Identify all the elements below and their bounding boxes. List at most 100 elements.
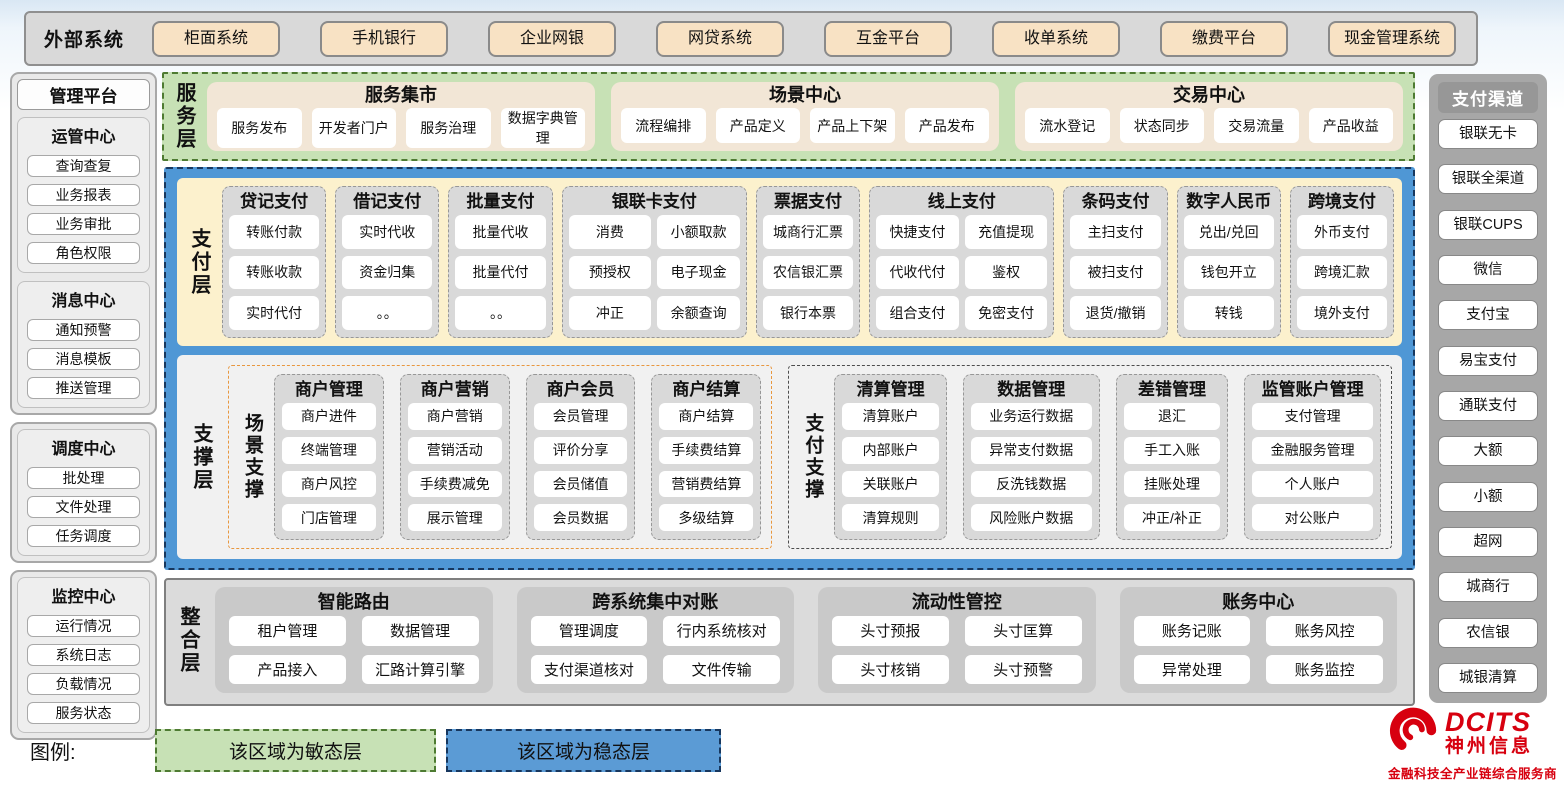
support-group: 监管账户管理 支付管理金融服务管理个人账户对公账户	[1244, 374, 1382, 540]
payment-group-title: 票据支付	[774, 192, 843, 211]
sidebar-section-title: 监控中心	[51, 589, 116, 606]
integration-item: 支付渠道核对	[530, 654, 648, 684]
sidebar-item: 任务调度	[27, 525, 140, 547]
logo-brand: DCITS	[1445, 706, 1531, 737]
integration-layer: 整合层 智能路由 租户管理数据管理产品接入汇路计算引擎 跨系统集中对账 管理调度…	[164, 578, 1415, 706]
service-layer-label: 服务层	[173, 82, 195, 151]
scene-support-label: 场景支撑	[242, 413, 263, 501]
integration-item: 头寸预警	[964, 654, 1082, 684]
integration-item: 账务记账	[1133, 616, 1251, 646]
integration-group-items: 头寸预报头寸匡算头寸核销头寸预警	[832, 616, 1082, 684]
integration-item: 行内系统核对	[663, 616, 780, 646]
integration-group: 智能路由 租户管理数据管理产品接入汇路计算引擎	[215, 587, 493, 693]
support-item: 评价分享	[533, 436, 628, 464]
sidebar-section-items: 批处理文件处理任务调度	[23, 467, 144, 547]
integration-item: 管理调度	[530, 616, 648, 646]
sidebar-section: 运管中心 查询查复业务报表业务审批角色权限	[17, 117, 150, 273]
support-item: 关联账户	[842, 470, 939, 498]
payment-item: 外币支付	[1296, 215, 1388, 249]
support-item: 终端管理	[282, 436, 376, 464]
sidebar-sections: 运管中心 查询查复业务报表业务审批角色权限 消息中心 通知预警消息模板推送管理	[17, 117, 150, 408]
payment-item: 转钱	[1183, 296, 1274, 330]
service-group: 交易中心 流水登记状态同步交易流量产品收益	[1015, 82, 1403, 151]
support-item: 退汇	[1123, 403, 1221, 430]
support-group-title: 清算管理	[856, 380, 925, 399]
sidebar-section: 消息中心 通知预警消息模板推送管理	[17, 281, 150, 408]
payment-item: 余额查询	[657, 296, 740, 330]
support-group-title: 商户营销	[420, 380, 489, 399]
support-group: 清算管理 清算账户内部账户关联账户清算规则	[834, 374, 947, 540]
payment-item: 兑出/兑回	[1183, 215, 1274, 249]
sidebar-item: 文件处理	[27, 496, 140, 518]
payment-item: 主扫支付	[1070, 215, 1161, 249]
sidebar-section: 监控中心 运行情况系统日志负载情况服务状态	[17, 577, 150, 733]
payment-channel-item: 银联CUPS	[1438, 209, 1538, 240]
payment-group-title: 数字人民币	[1186, 192, 1272, 211]
payment-item: 实时代付	[229, 296, 320, 330]
sidebar-item: 运行情况	[27, 615, 140, 637]
service-group-title: 服务集市	[365, 85, 437, 105]
external-system-box: 缴费平台	[1160, 20, 1288, 57]
support-item: 反洗钱数据	[970, 470, 1092, 498]
service-item: 数据字典管理	[500, 108, 585, 148]
support-item: 金融服务管理	[1252, 436, 1374, 464]
support-layer-label: 支撑层	[190, 422, 212, 492]
service-item: 产品上下架	[810, 108, 895, 143]
support-group-title: 数据管理	[997, 380, 1066, 399]
support-item: 风险账户数据	[970, 504, 1092, 531]
support-group-title: 商户管理	[294, 380, 363, 399]
support-group-items: 会员管理评价分享会员储值会员数据	[533, 403, 628, 531]
support-group-title: 商户会员	[546, 380, 615, 399]
payment-group: 借记支付 实时代收资金归集。。	[335, 186, 440, 338]
support-group-items: 商户营销营销活动手续费减免展示管理	[407, 403, 502, 531]
support-group-items: 业务运行数据异常支付数据反洗钱数据风险账户数据	[970, 403, 1092, 531]
payment-group: 数字人民币 兑出/兑回钱包开立转钱	[1176, 186, 1281, 338]
integration-group-items: 租户管理数据管理产品接入汇路计算引擎	[229, 616, 479, 684]
payment-group-title: 贷记支付	[240, 192, 309, 211]
support-item: 商户进件	[282, 403, 376, 430]
service-group: 场景中心 流程编排产品定义产品上下架产品发布	[611, 82, 999, 151]
sidebar-panel: 管理平台 运管中心 查询查复业务报表业务审批角色权限 消息中心 通知预警消息	[10, 72, 157, 415]
service-item: 流水登记	[1025, 108, 1110, 143]
payment-item: 小额取款	[657, 215, 740, 249]
payment-item: 境外支付	[1296, 296, 1388, 330]
payment-group: 线上支付 快捷支付充值提现代收代付鉴权组合支付免密支付	[869, 186, 1055, 338]
payment-item: 。。	[342, 296, 433, 330]
payment-group-items: 外币支付跨境汇款境外支付	[1296, 215, 1388, 330]
payment-item: 组合支付	[876, 296, 959, 330]
external-systems-list: 柜面系统手机银行企业网银网贷系统互金平台收单系统缴费平台现金管理系统	[152, 20, 1456, 57]
external-system-box: 手机银行	[320, 20, 448, 57]
service-group-title: 交易中心	[1173, 85, 1245, 105]
integration-group-items: 管理调度行内系统核对支付渠道核对文件传输	[530, 616, 780, 684]
payment-channel-item: 易宝支付	[1438, 345, 1538, 376]
service-group-items: 流水登记状态同步交易流量产品收益	[1025, 108, 1393, 143]
sidebar-sections: 监控中心 运行情况系统日志负载情况服务状态	[17, 577, 150, 733]
payment-group-items: 快捷支付充值提现代收代付鉴权组合支付免密支付	[876, 215, 1048, 330]
payment-item: 。。	[455, 296, 546, 330]
service-group: 服务集市 服务发布开发者门户服务治理数据字典管理	[207, 82, 595, 151]
sidebar-item: 系统日志	[27, 644, 140, 666]
sidebar-section-title: 消息中心	[51, 293, 116, 310]
payment-channel-item: 通联支付	[1438, 390, 1538, 421]
scene-support-groups: 商户管理 商户进件终端管理商户风控门店管理 商户营销 商户营销营销活动手续费减免…	[274, 374, 762, 540]
payment-group: 票据支付 城商行汇票农信银汇票银行本票	[755, 186, 861, 338]
support-item: 清算规则	[842, 504, 939, 531]
payment-group-items: 转账付款转账收款实时代付	[229, 215, 320, 330]
sidebar-item: 批处理	[27, 467, 140, 489]
integration-layer-label: 整合层	[177, 605, 199, 675]
support-item: 支付管理	[1252, 403, 1374, 430]
payment-item: 退货/撤销	[1070, 296, 1161, 330]
support-item: 对公账户	[1252, 504, 1374, 531]
support-group-items: 退汇手工入账挂账处理冲正/补正	[1123, 403, 1221, 531]
support-group-items: 商户结算手续费结算营销费结算多级结算	[659, 403, 754, 531]
integration-group-title: 流动性管控	[911, 592, 1002, 612]
integration-item: 头寸预报	[832, 616, 949, 646]
sidebar-section-title: 运管中心	[51, 129, 116, 146]
payment-group-items: 主扫支付被扫支付退货/撤销	[1070, 215, 1161, 330]
payment-channel-item: 城商行	[1438, 572, 1538, 603]
service-item: 开发者门户	[311, 108, 396, 148]
support-group: 差错管理 退汇手工入账挂账处理冲正/补正	[1115, 374, 1229, 540]
external-system-box: 互金平台	[824, 20, 952, 57]
